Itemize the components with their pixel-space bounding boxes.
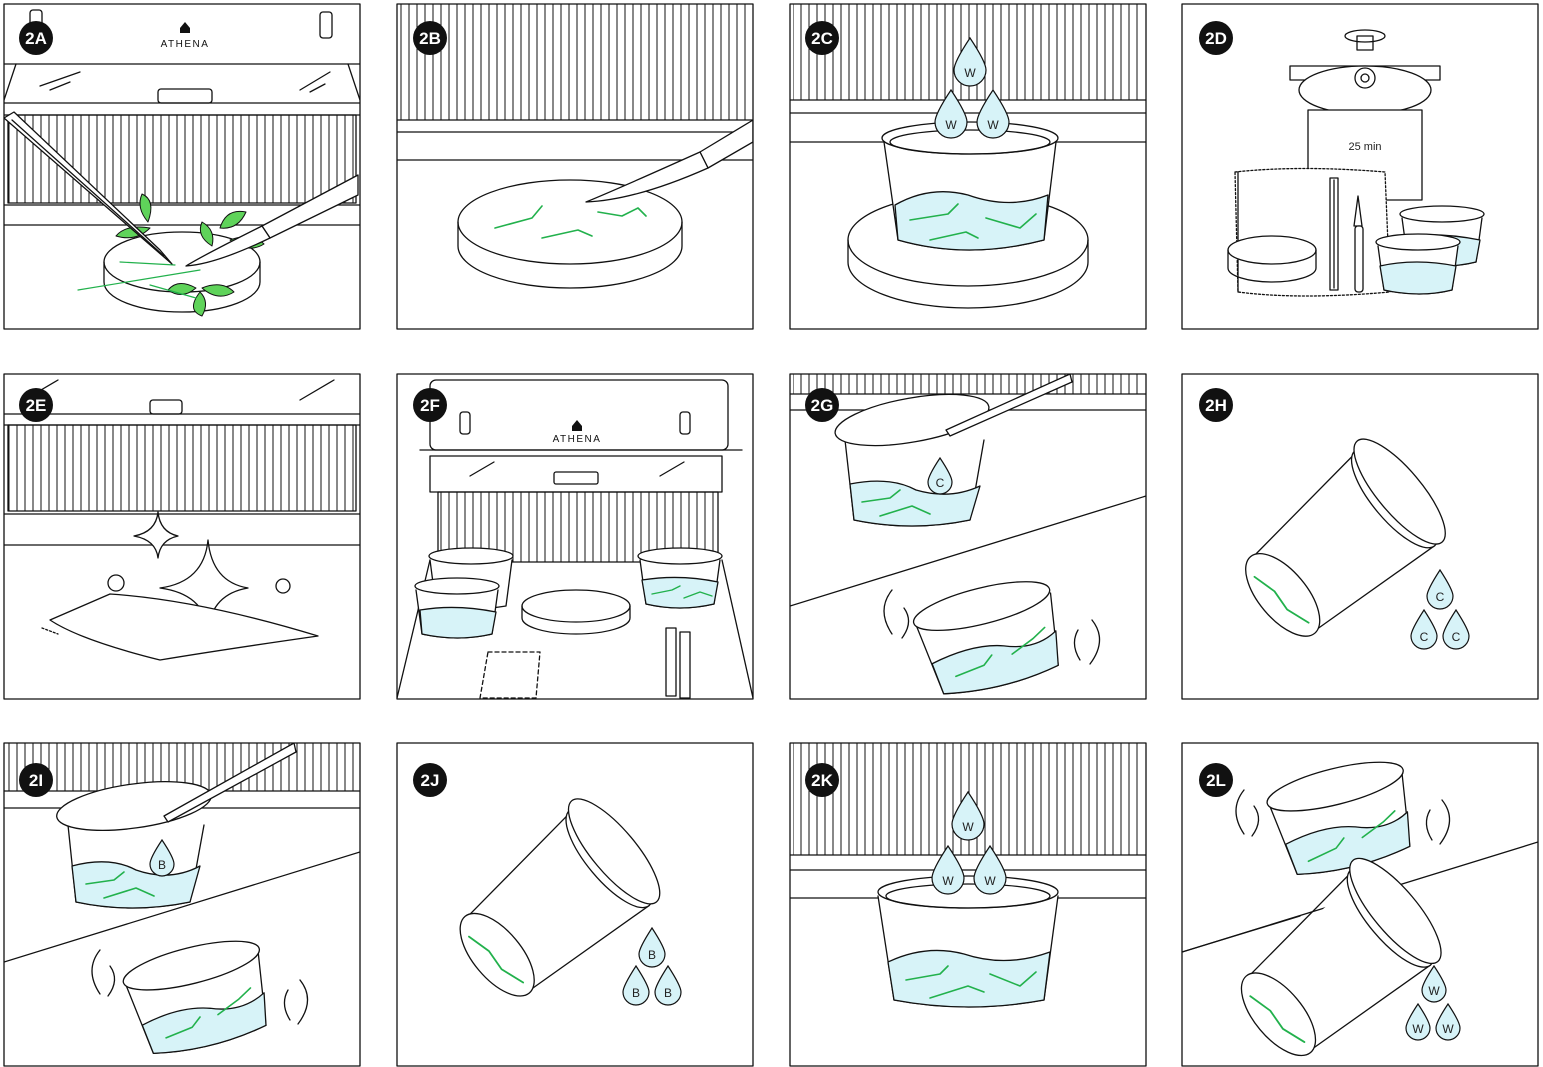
drop-icon: B [655, 966, 681, 1005]
svg-text:W: W [1412, 1022, 1424, 1036]
svg-text:W: W [1428, 984, 1440, 998]
brand-logo-text: ATHENA [161, 39, 210, 50]
step-badge-2F: 2F [413, 388, 447, 422]
step-badge-2A: 2A [19, 21, 53, 55]
step-badge-2H: 2H [1199, 388, 1233, 422]
drop-icon: C [1443, 610, 1469, 649]
step-label: 2E [26, 396, 47, 415]
step-label: 2H [1205, 396, 1227, 415]
drop-icon: W [1406, 1004, 1430, 1040]
panel-2E [4, 380, 360, 660]
drop-icon: W [1422, 966, 1446, 1002]
svg-text:B: B [648, 948, 656, 962]
svg-text:W: W [984, 874, 996, 888]
svg-text:W: W [962, 820, 974, 834]
svg-text:W: W [945, 118, 957, 132]
svg-text:C: C [936, 476, 945, 490]
step-badge-2D: 2D [1199, 21, 1233, 55]
svg-text:C: C [1436, 590, 1445, 604]
drop-icon: C [1427, 570, 1453, 609]
step-badge-2G: 2G [805, 388, 839, 422]
step-label: 2D [1205, 29, 1227, 48]
panel-2K [790, 743, 1146, 1007]
svg-text:W: W [987, 118, 999, 132]
panel-2L [1182, 752, 1538, 1067]
panel-2B [397, 4, 753, 288]
svg-text:C: C [1420, 630, 1429, 644]
step-label: 2G [811, 396, 834, 415]
step-badge-2C: 2C [805, 21, 839, 55]
step-badge-2K: 2K [805, 763, 839, 797]
step-label: 2C [811, 29, 833, 48]
rotate-arrow-icon [884, 590, 892, 634]
step-label: 2L [1206, 771, 1226, 790]
step-badge-2E: 2E [19, 388, 53, 422]
athena-logo-icon [180, 22, 190, 33]
step-label: 2F [420, 396, 440, 415]
svg-text:W: W [942, 874, 954, 888]
drop-icon: B [623, 966, 649, 1005]
latch-icon [320, 12, 332, 38]
drop-icon: W [1436, 1004, 1460, 1040]
step-badge-2L: 2L [1199, 763, 1233, 797]
brand-logo-text: ATHENA [553, 434, 602, 445]
sparkle-icon [134, 512, 178, 558]
svg-text:W: W [1442, 1022, 1454, 1036]
step-label: 2B [419, 29, 441, 48]
drop-icon: C [1411, 610, 1437, 649]
svg-text:B: B [664, 986, 672, 1000]
step-label: 2A [25, 29, 47, 48]
panel-2A [4, 10, 360, 316]
panel-2G [790, 374, 1146, 703]
svg-text:B: B [632, 986, 640, 1000]
step-badge-2J: 2J [413, 763, 447, 797]
step-label: 2K [811, 771, 833, 790]
svg-text:C: C [1452, 630, 1461, 644]
step-badge-2B: 2B [413, 21, 447, 55]
drop-icon: B [639, 928, 665, 967]
svg-text:W: W [964, 66, 976, 80]
panel-2I [4, 743, 360, 1062]
step-label: 2I [29, 771, 43, 790]
step-badge-2I: 2I [19, 763, 53, 797]
timer-label: 25 min [1348, 141, 1381, 153]
svg-text:B: B [158, 858, 166, 872]
panel-2D [1228, 30, 1484, 296]
step-label: 2J [421, 771, 440, 790]
